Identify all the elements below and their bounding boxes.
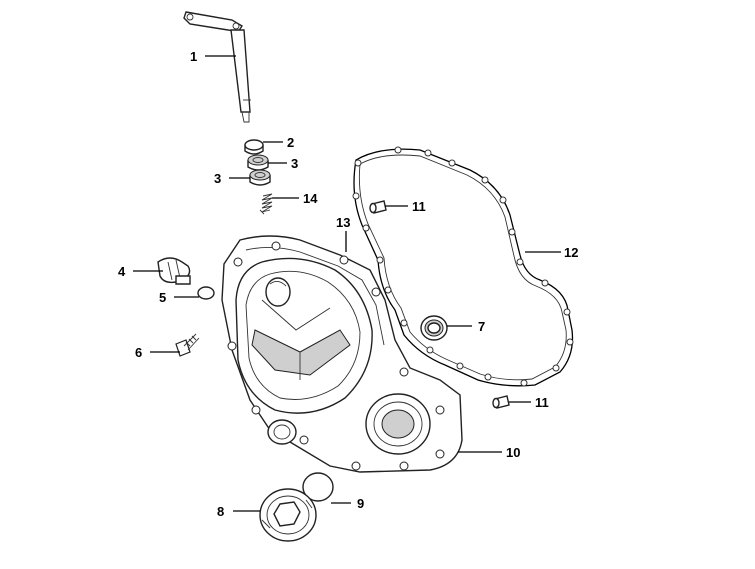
part-4-filler-cap xyxy=(157,257,191,285)
part-5-o-ring xyxy=(197,286,215,300)
callout-10: 10 xyxy=(506,445,520,460)
part-9-o-ring xyxy=(302,472,334,502)
part-3-seal-lower xyxy=(249,169,271,186)
callout-11b: 11 xyxy=(535,395,549,410)
callout-7: 7 xyxy=(478,319,485,334)
callout-2: 2 xyxy=(287,135,294,150)
part-14-spring xyxy=(259,193,273,215)
part-6-bolt xyxy=(175,333,200,357)
part-2-nut xyxy=(244,139,264,155)
callout-3a: 3 xyxy=(291,156,298,171)
callout-13: 13 xyxy=(336,215,350,230)
part-7-seal xyxy=(420,315,448,341)
callout-5: 5 xyxy=(159,290,166,305)
part-11-dowel-upper xyxy=(369,200,387,214)
part-12-gasket xyxy=(352,146,574,387)
callout-6: 6 xyxy=(135,345,142,360)
callout-8: 8 xyxy=(217,504,224,519)
part-11-dowel-lower xyxy=(492,395,510,409)
callout-11a: 11 xyxy=(412,199,426,214)
callout-4: 4 xyxy=(118,264,126,279)
part-8-crankcase-plug xyxy=(259,488,317,542)
callout-12: 12 xyxy=(564,245,578,260)
part-3-seal-upper xyxy=(247,154,269,171)
callout-9: 9 xyxy=(357,496,364,511)
part-1-shift-shaft xyxy=(183,11,251,123)
callout-1: 1 xyxy=(190,49,197,64)
callout-labels: 1 2 3 3 14 11 13 12 4 5 7 6 11 10 9 8 xyxy=(118,49,578,519)
part-10-clutch-cover xyxy=(221,235,463,473)
leader-lines xyxy=(133,55,561,512)
callout-14: 14 xyxy=(303,191,318,206)
callout-3b: 3 xyxy=(214,171,221,186)
